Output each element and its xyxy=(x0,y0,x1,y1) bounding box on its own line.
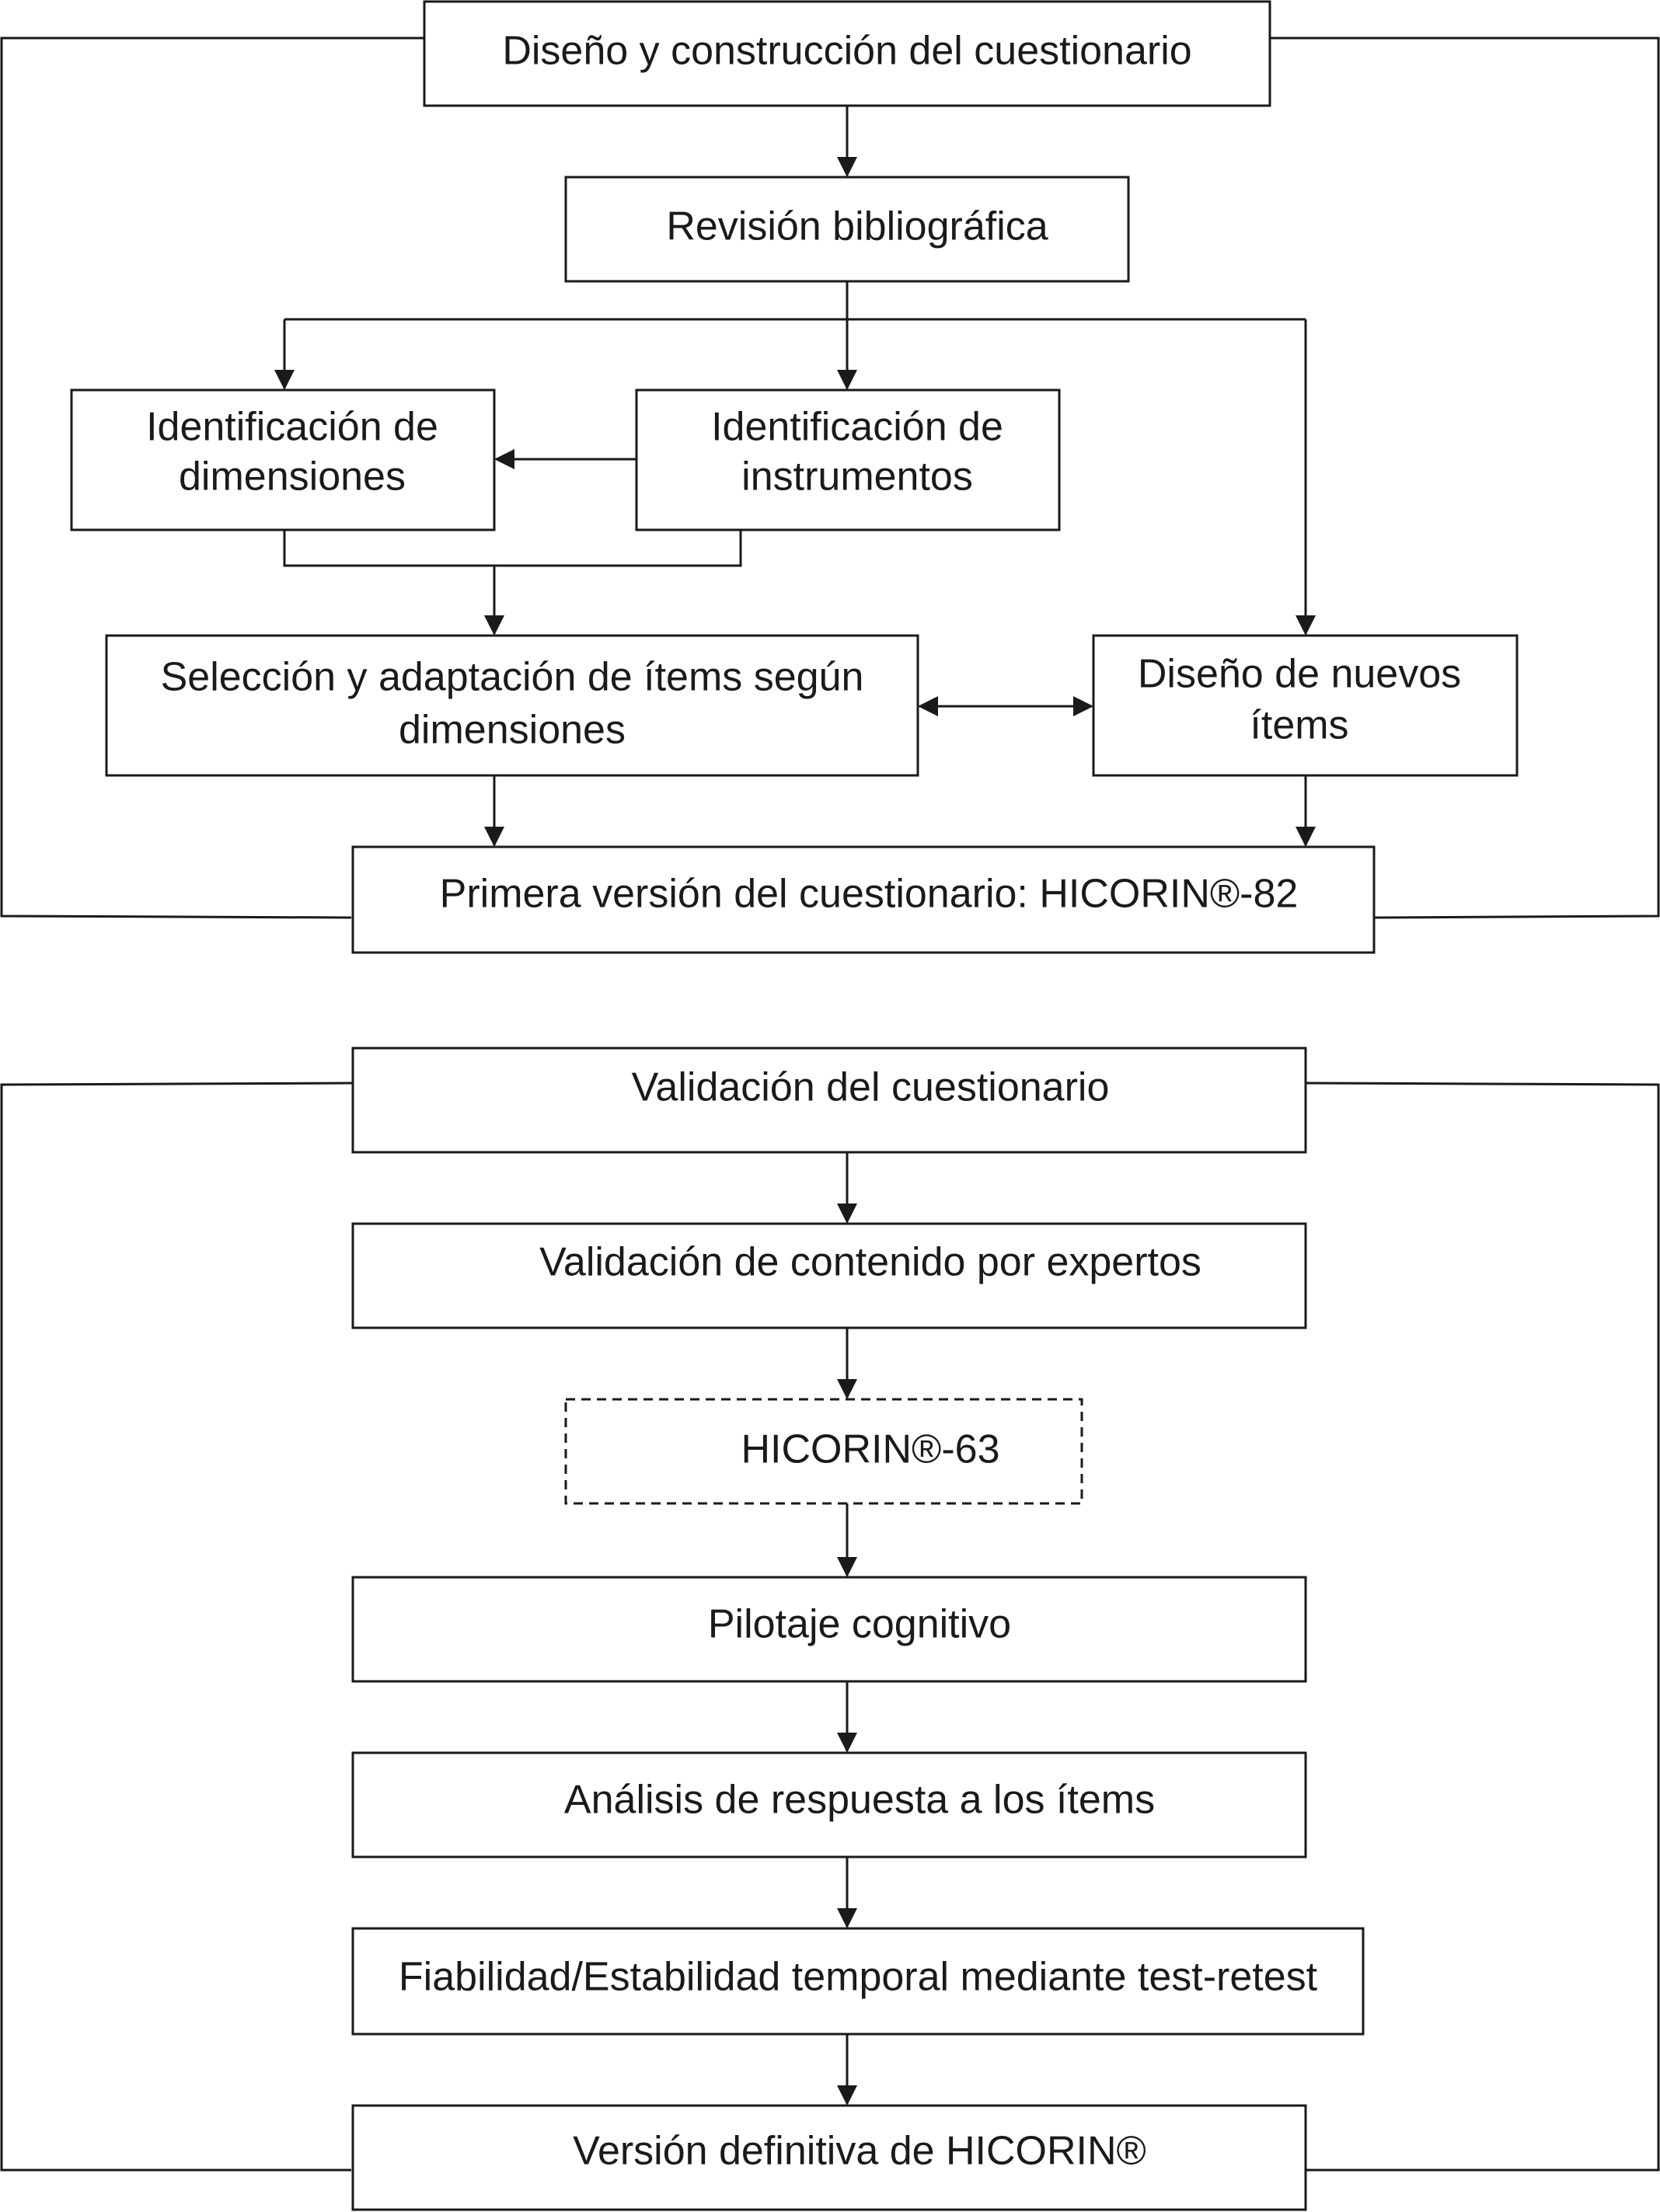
selection-label-line2: dimensiones xyxy=(399,708,626,753)
instruments-label-line2: instrumentos xyxy=(741,455,973,500)
final-version-box xyxy=(351,2104,1307,2211)
validation-section-bracket-left xyxy=(0,1082,354,2172)
design-section-bracket-right xyxy=(1270,37,1660,919)
design-section: Diseño y construcción del cuestionario R… xyxy=(0,0,1660,954)
cognitive-pilot-label: Pilotaje cognitivo xyxy=(708,1602,1011,1647)
cognitive-pilot-box xyxy=(351,1576,1307,1683)
validation-title-box xyxy=(351,1047,1307,1154)
new-items-box xyxy=(1092,634,1519,777)
literature-review-label: Revisión bibliográfica xyxy=(666,204,1048,249)
literature-review-box xyxy=(564,176,1130,283)
new-items-label-line1: Diseño de nuevos xyxy=(1138,652,1461,697)
selection-box xyxy=(105,634,919,777)
instruments-label-line1: Identificación de xyxy=(711,405,1003,450)
validation-section: Validación del cuestionario Validación d… xyxy=(0,1047,1660,2211)
final-version-label: Versión definitiva de HICORIN® xyxy=(573,2129,1146,2174)
reliability-box xyxy=(351,1927,1365,2036)
dimensions-label-line1: Identificación de xyxy=(146,405,438,450)
item-analysis-label: Análisis de respuesta a los ítems xyxy=(564,1778,1155,1823)
new-items-label-line2: ítems xyxy=(1250,703,1348,748)
item-analysis-box xyxy=(351,1751,1307,1858)
merge-connector xyxy=(283,530,742,567)
dimensions-box xyxy=(70,388,496,531)
design-section-bracket-left xyxy=(0,37,424,919)
first-version-box xyxy=(351,845,1376,954)
selection-label-line1: Selección y adaptación de ítems según xyxy=(161,655,864,700)
intermediate-version-label: HICORIN®-63 xyxy=(741,1427,999,1472)
validation-section-bracket-right xyxy=(1305,1082,1660,2172)
expert-validation-box xyxy=(351,1222,1307,1329)
first-version-label: Primera versión del cuestionario: HICORI… xyxy=(440,872,1299,917)
validation-title: Validación del cuestionario xyxy=(632,1065,1110,1110)
reliability-label: Fiabilidad/Estabilidad temporal mediante… xyxy=(399,1955,1318,2000)
design-title: Diseño y construcción del cuestionario xyxy=(502,29,1191,74)
expert-validation-label: Validación de contenido por expertos xyxy=(539,1240,1201,1285)
intermediate-version-box xyxy=(564,1398,1083,1505)
dimensions-label-line2: dimensiones xyxy=(179,455,406,500)
